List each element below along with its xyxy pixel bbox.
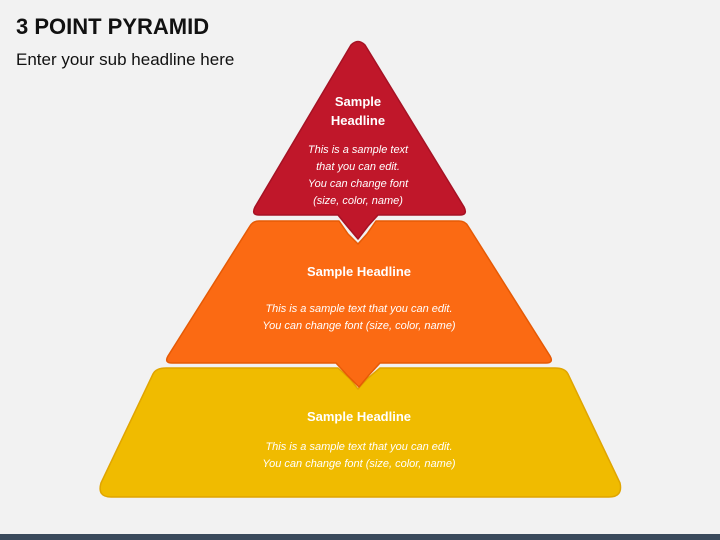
level-1-text-line-1: This is a sample text: [307, 144, 409, 156]
level-2-text-line-2: You can change font (size, color, name): [262, 320, 456, 332]
level-2-text-line-1: This is a sample text that you can edit.: [265, 303, 453, 315]
level-1-headline-line-1: Sample: [334, 94, 382, 109]
pyramid-level-1-shape[interactable]: [252, 40, 467, 240]
level-1-headline-line-2: Headline: [330, 113, 386, 128]
level-3-headline: Sample Headline: [306, 409, 412, 424]
level-1-text-line-4: (size, color, name): [313, 195, 403, 207]
level-3-text: This is a sample text that you can edit.…: [209, 439, 509, 473]
pyramid-level-3-content: Sample Headline This is a sample text th…: [209, 407, 509, 473]
pyramid-level-2-shape[interactable]: [165, 220, 553, 388]
level-1-text-line-3: You can change font: [307, 178, 409, 190]
slide-footer-bar: [0, 534, 720, 540]
level-1-text: This is a sample text that you can edit.…: [283, 142, 433, 210]
level-1-text-line-2: that you can edit.: [316, 161, 400, 173]
pyramid-level-1-content: Sample Headline This is a sample text th…: [283, 92, 433, 210]
slide-title: 3 POINT PYRAMID: [16, 14, 210, 39]
slide-subtitle: Enter your sub headline here: [16, 50, 235, 69]
pyramid-level-3-shape[interactable]: [99, 367, 622, 498]
level-3-text-line-2: You can change font (size, color, name): [262, 458, 456, 470]
level-3-text-line-1: This is a sample text that you can edit.: [265, 441, 453, 453]
level-2-headline: Sample Headline: [306, 264, 412, 279]
level-1-headline: Sample Headline: [283, 92, 433, 130]
pyramid-level-2-content: Sample Headline This is a sample text th…: [209, 262, 509, 335]
level-2-text: This is a sample text that you can edit.…: [209, 301, 509, 335]
